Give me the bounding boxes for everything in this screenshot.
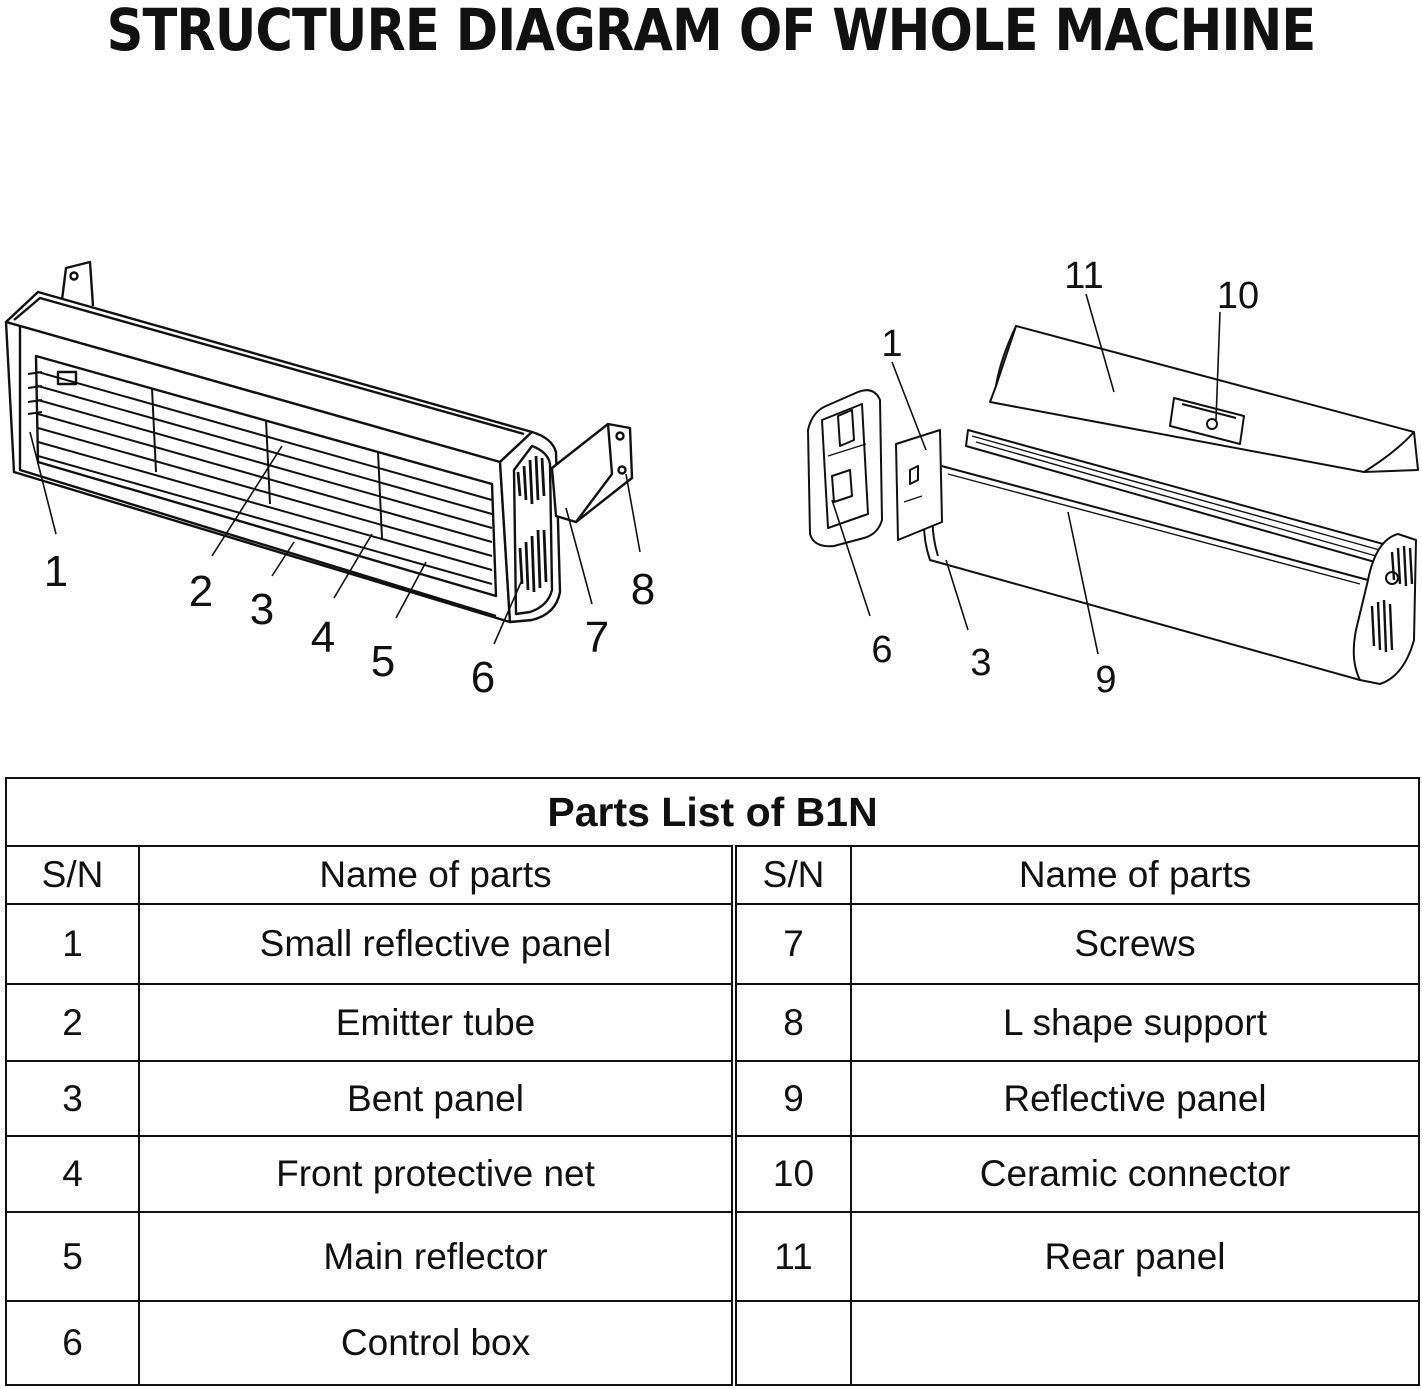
sn-cell: 5 [5, 1211, 140, 1302]
table-row: 4 Front protective net 10 Ceramic connec… [5, 1135, 1421, 1213]
part-name-cell: Small reflective panel [138, 903, 737, 985]
sn-cell: 1 [5, 903, 140, 985]
part-name-cell: Reflective panel [849, 1060, 1421, 1137]
structure-diagram: 1 2 3 4 5 6 7 8 [4, 255, 1419, 702]
part-name-cell: Screws [849, 903, 1421, 985]
callout-6: 6 [471, 653, 495, 702]
callout-10: 10 [1217, 275, 1259, 317]
header-name-left: Name of parts [138, 845, 737, 905]
callout-11: 11 [1064, 255, 1103, 297]
part-name-cell: Emitter tube [138, 983, 737, 1062]
part-name-cell: Main reflector [138, 1211, 737, 1302]
callout-5: 5 [371, 637, 395, 686]
callout-9: 9 [1095, 659, 1116, 701]
part-name-cell: Bent panel [138, 1060, 737, 1137]
table-row: 2 Emitter tube 8 L shape support [5, 983, 1421, 1062]
parts-list-table: Parts List of B1N S/N Name of parts S/N … [4, 777, 1421, 1386]
sn-cell: 11 [733, 1211, 852, 1302]
part-name-cell: Ceramic connector [849, 1135, 1421, 1213]
header-sn-left: S/N [5, 845, 140, 905]
sn-cell [733, 1300, 852, 1386]
sn-cell: 4 [5, 1135, 140, 1213]
header-sn-right: S/N [733, 845, 852, 905]
assembled-heater-illustration [4, 260, 641, 645]
header-name-right: Name of parts [849, 845, 1421, 905]
callout-1-exploded: 1 [881, 323, 902, 365]
callout-2: 2 [189, 567, 213, 616]
callout-4: 4 [311, 613, 335, 662]
callout-1: 1 [44, 547, 68, 596]
exploded-view-illustration [807, 293, 1419, 685]
table-row: 3 Bent panel 9 Reflective panel [5, 1060, 1421, 1137]
part-name-cell: Rear panel [849, 1211, 1421, 1302]
callout-3: 3 [250, 585, 274, 634]
callout-3-exploded: 3 [970, 642, 991, 684]
callout-8: 8 [631, 565, 655, 614]
part-name-cell: L shape support [849, 983, 1421, 1062]
table-row: 6 Control box [5, 1300, 1421, 1386]
table-row: 1 Small reflective panel 7 Screws [5, 903, 1421, 985]
callout-6-exploded: 6 [871, 629, 892, 671]
sn-cell: 3 [5, 1060, 140, 1137]
callout-7: 7 [585, 613, 609, 662]
sn-cell: 2 [5, 983, 140, 1062]
part-name-cell [849, 1300, 1421, 1386]
sn-cell: 8 [733, 983, 852, 1062]
table-row: 5 Main reflector 11 Rear panel [5, 1211, 1421, 1302]
table-caption: Parts List of B1N [4, 777, 1421, 847]
sn-cell: 9 [733, 1060, 852, 1137]
sn-cell: 10 [733, 1135, 852, 1213]
page-title: STRUCTURE DIAGRAM OF WHOLE MACHINE [106, 0, 1317, 64]
sn-cell: 6 [5, 1300, 140, 1386]
part-name-cell: Control box [138, 1300, 737, 1386]
part-name-cell: Front protective net [138, 1135, 737, 1213]
sn-cell: 7 [733, 903, 852, 985]
